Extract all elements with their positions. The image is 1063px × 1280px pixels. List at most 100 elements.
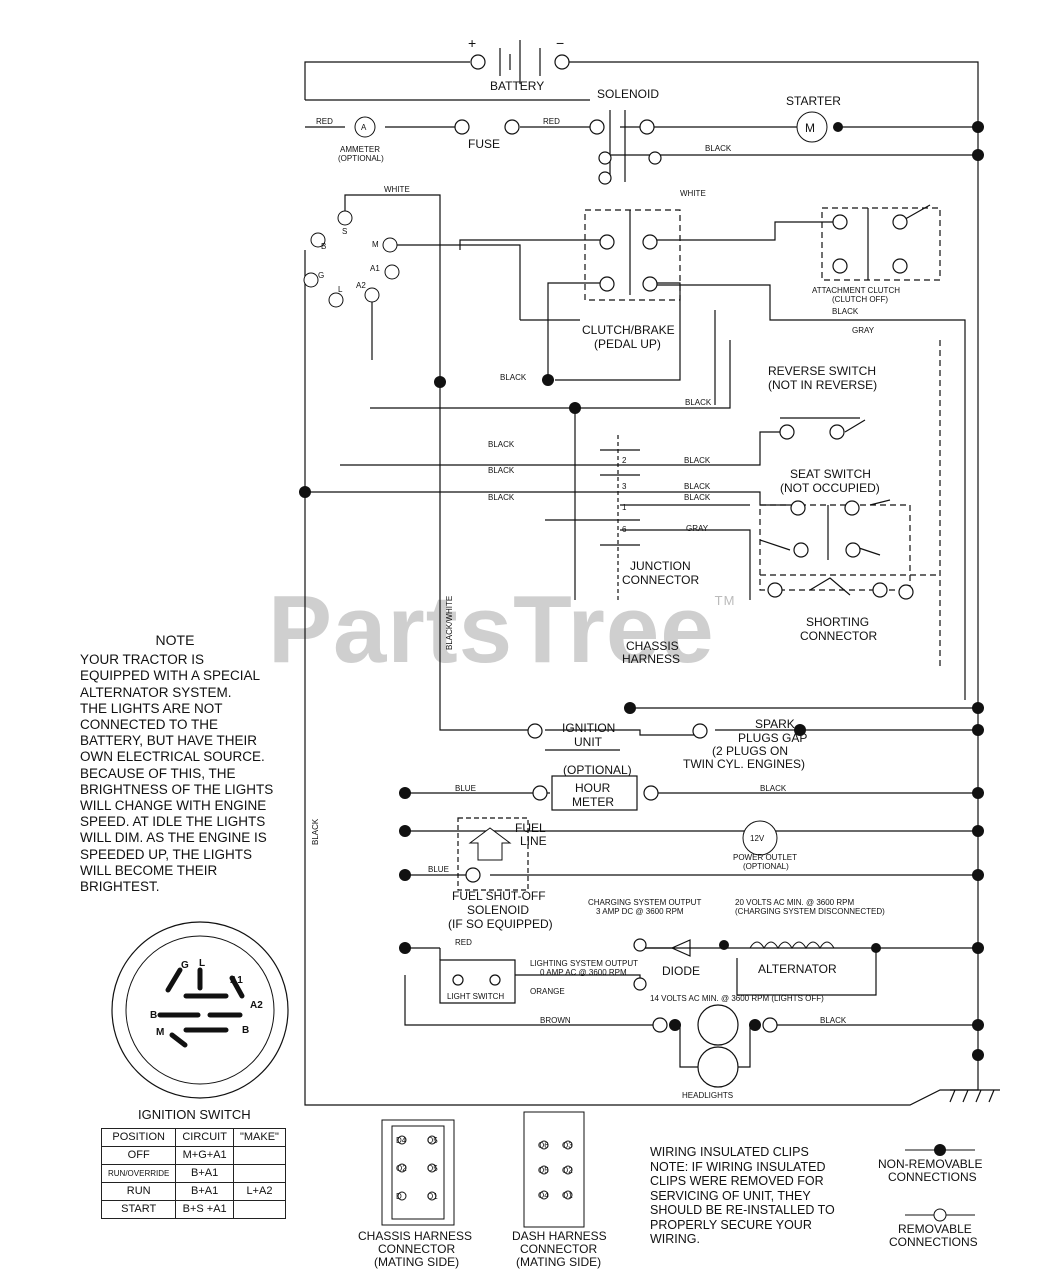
junction-2: 2 <box>622 456 627 465</box>
shorting-connector-label-2: CONNECTOR <box>800 629 877 643</box>
power-outlet-icon <box>742 820 778 856</box>
wire-black-white: BLACK/WHITE <box>445 596 454 650</box>
note-line: BATTERY, BUT HAVE THEIR <box>80 733 258 749</box>
alternator-label: ALTERNATOR <box>758 962 837 976</box>
watermark: PartsTreeTM <box>268 576 736 683</box>
note-line: WILL BECOME THEIR <box>80 862 218 878</box>
reverse-switch-sub: (NOT IN REVERSE) <box>768 378 877 392</box>
wire-black-4: BLACK <box>685 398 712 407</box>
battery-minus: − <box>556 35 564 51</box>
table-cell: OFF <box>100 1146 177 1165</box>
alternator-coil <box>749 941 835 949</box>
wire-black-5: BLACK <box>488 440 515 449</box>
starter-glyph: M <box>805 121 815 135</box>
note-line: BRIGHTEST. <box>80 879 160 895</box>
fuel-line-label-2: LINE <box>520 834 547 848</box>
ignition-unit-label-2: UNIT <box>574 735 603 749</box>
wire-blue-2: BLUE <box>428 865 449 874</box>
note-line: YOUR TRACTOR IS <box>80 652 205 668</box>
attachment-clutch-label: ATTACHMENT CLUTCH <box>812 286 900 295</box>
hour-meter-label-2: METER <box>572 795 614 809</box>
removable-connectors <box>452 54 914 1088</box>
dash-harness-connector <box>523 1111 585 1228</box>
starter-icon <box>796 111 828 143</box>
dash-pin-2: O3 <box>562 1141 573 1150</box>
note-line: WILL CHANGE WITH ENGINE <box>80 798 267 814</box>
note-line: SPEED. AT IDLE THE LIGHTS <box>80 814 266 830</box>
lighting-output-2: 0 AMP AC @ 3600 RPM <box>540 968 627 977</box>
battery-plus: + <box>468 35 476 51</box>
ign-face-a1: A1 <box>230 975 243 986</box>
chassis-harness-connector <box>381 1119 455 1226</box>
chassis-pin-6: O1 <box>427 1192 438 1201</box>
dash-pin-4: O2 <box>562 1166 573 1175</box>
table-cell: B+A1 <box>175 1164 234 1183</box>
note-line: BECAUSE OF THIS, THE <box>80 765 236 781</box>
wire-black-6: BLACK <box>488 466 515 475</box>
ign-face-b1: B <box>150 1010 157 1021</box>
term-a2: A2 <box>356 281 366 290</box>
term-g: G <box>318 271 324 280</box>
legend-removable-2: CONNECTIONS <box>889 1235 978 1249</box>
ignition-switch-face <box>111 921 289 1099</box>
legend-removable-1: REMOVABLE <box>898 1222 972 1236</box>
legend-non-removable-dot <box>934 1144 946 1156</box>
solenoid-label: SOLENOID <box>597 87 659 101</box>
clip-note-line: PROPERLY SECURE YOUR <box>650 1217 812 1232</box>
table-row: RUN/OVERRIDE B+A1 <box>100 1164 286 1183</box>
wire-black-3: BLACK <box>500 373 527 382</box>
note-line: BRIGHTNESS OF THE LIGHTS <box>80 781 274 797</box>
ignition-unit-label-1: IGNITION <box>562 721 615 735</box>
hour-meter-opt: (OPTIONAL) <box>563 763 632 777</box>
alternator-note: NOTE YOUR TRACTOR IS EQUIPPED WITH A SPE… <box>80 632 290 895</box>
wire-black-12: BLACK <box>760 784 787 793</box>
table-cell: L+A2 <box>232 1182 286 1201</box>
table-cell <box>232 1146 286 1165</box>
junction-1: 1 <box>622 503 627 512</box>
wire-blue-1: BLUE <box>455 784 476 793</box>
chassis-harness-label-2: HARNESS <box>622 652 680 666</box>
table-cell: B+A1 <box>175 1182 234 1201</box>
note-line: CONNECTED TO THE <box>80 717 219 733</box>
note-line: EQUIPPED WITH A SPECIAL <box>80 668 261 684</box>
dash-pin-1: O6 <box>538 1141 549 1150</box>
table-cell: RUN <box>100 1182 177 1201</box>
dash-conn-label-3: (MATING SIDE) <box>516 1255 601 1269</box>
table-cell <box>232 1200 286 1219</box>
spark-label-4: TWIN CYL. ENGINES) <box>683 757 805 771</box>
table-row: RUN B+A1 L+A2 <box>100 1182 286 1201</box>
note-line: OWN ELECTRICAL SOURCE. <box>80 749 265 765</box>
wire-black-2: BLACK <box>832 307 859 316</box>
junction-3: 3 <box>622 482 627 491</box>
clutch-brake-label: CLUTCH/BRAKE <box>582 323 675 337</box>
wire-white-2: WHITE <box>680 189 706 198</box>
wire-black-1: BLACK <box>705 144 732 153</box>
table-cell: B+S +A1 <box>175 1200 234 1219</box>
starter-label: STARTER <box>786 94 841 108</box>
ign-face-g: G <box>181 960 189 971</box>
fuel-shutoff-label-1: FUEL SHUT-OFF <box>452 889 546 903</box>
spark-label-1: SPARK <box>755 717 795 731</box>
ign-face-m: M <box>156 1027 164 1038</box>
shorting-connector-label-1: SHORTING <box>806 615 869 629</box>
chassis-conn-label-3: (MATING SIDE) <box>374 1255 459 1269</box>
clutch-brake-sub: (PEDAL UP) <box>594 337 661 351</box>
chassis-pin-1: D4 <box>396 1136 407 1145</box>
wire-black-10: BLACK <box>684 493 711 502</box>
term-l: L <box>338 285 343 294</box>
junction-connector-label-1: JUNCTION <box>630 559 691 573</box>
wiring-clips-note: WIRING INSULATED CLIPS NOTE: IF WIRING I… <box>650 1145 880 1247</box>
power-outlet-sub: (OPTIONAL) <box>743 862 789 871</box>
note-line: SPEEDED UP, THE LIGHTS <box>80 846 253 862</box>
ignition-switch-label: IGNITION SWITCH <box>138 1107 251 1122</box>
dash-pin-6: O1 <box>562 1191 573 1200</box>
dash-pin-3: O5 <box>538 1166 549 1175</box>
table-cell: RUN/OVERRIDE <box>100 1164 177 1183</box>
note-title: NOTE <box>155 632 195 648</box>
ammeter-icon <box>354 116 376 138</box>
clip-note-line: SERVICING OF UNIT, THEY <box>650 1188 811 1203</box>
note-line: THE LIGHTS ARE NOT <box>80 700 223 716</box>
table-cell: M+G+A1 <box>175 1146 234 1165</box>
term-m: M <box>372 240 379 249</box>
